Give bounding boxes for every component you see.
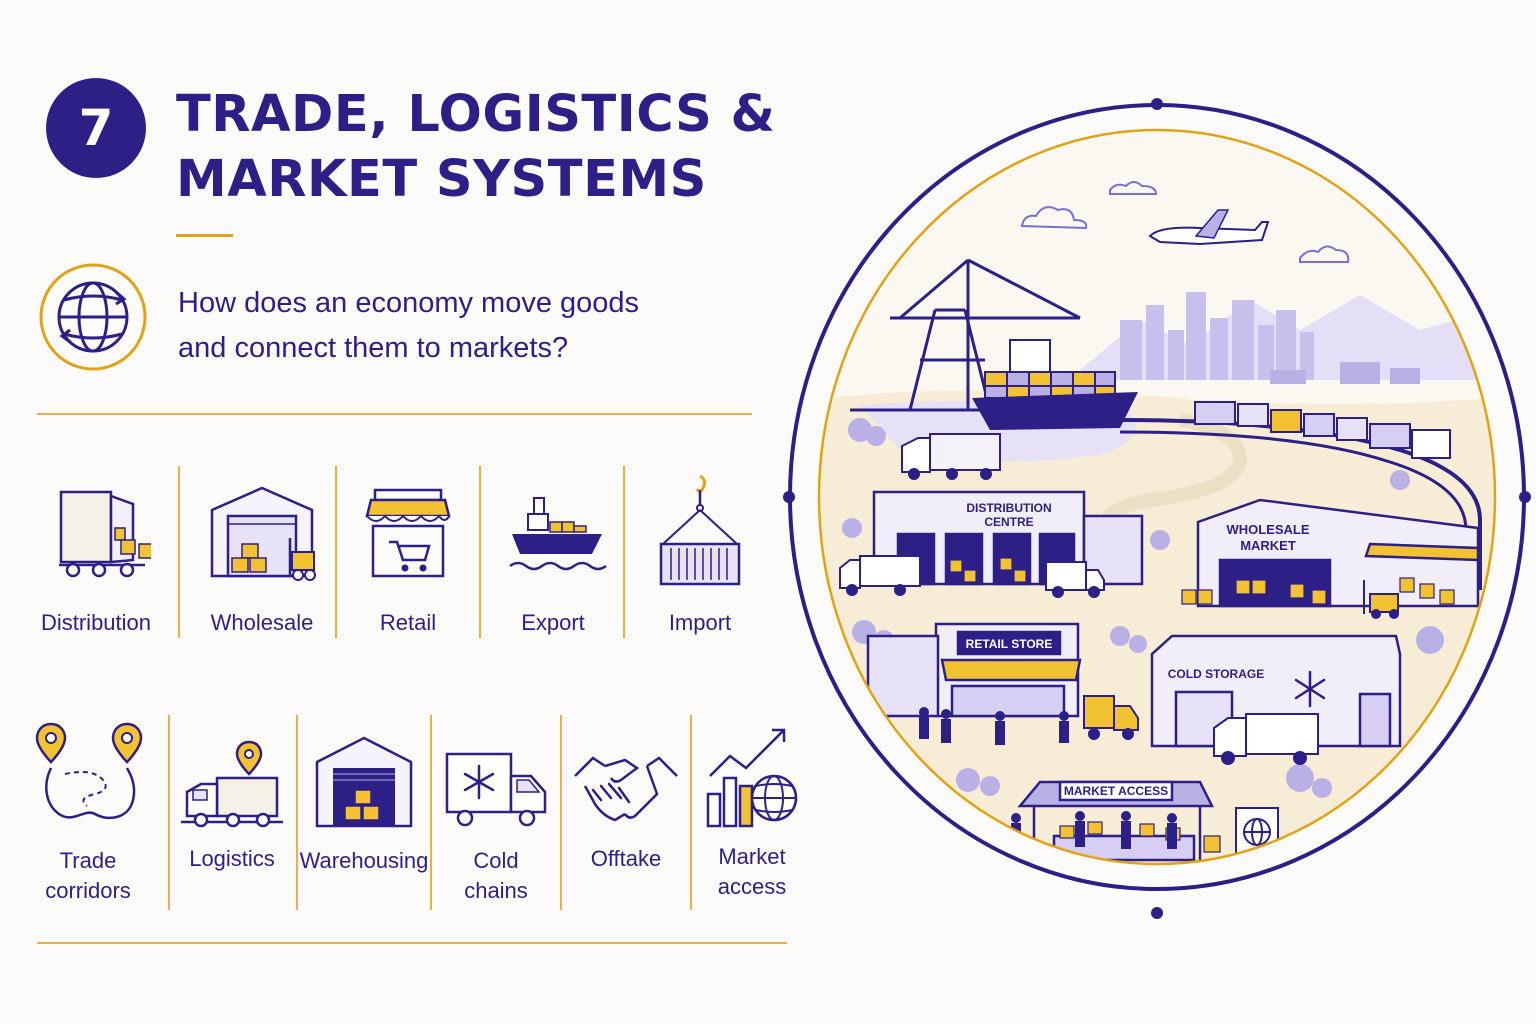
- category-label: Retail: [379, 610, 437, 635]
- title-line-1: TRADE, LOGISTICS &: [176, 85, 776, 144]
- globe-arrows-icon: [39, 263, 147, 371]
- label-line-2: access: [717, 874, 787, 899]
- category-retail: Retail: [338, 480, 478, 638]
- shop-cart-icon: [365, 488, 451, 578]
- wholesale-market-label: WHOLESALE: [1226, 522, 1309, 537]
- question-line-2: and connect them to markets?: [178, 332, 569, 364]
- ring-dot: [783, 491, 795, 503]
- category-trade-corridors: Trade corridors: [28, 722, 148, 906]
- label-line-2: chains: [464, 878, 528, 903]
- category-warehousing: Warehousing: [300, 732, 428, 876]
- page-title: TRADE, LOGISTICS & MARKET SYSTEMS: [176, 82, 796, 212]
- category-label: Trade corridors: [45, 846, 131, 906]
- cargo-ship-icon: [509, 497, 607, 571]
- guiding-question: How does an economy move goods and conne…: [178, 281, 778, 371]
- question-line-1: How does an economy move goods: [178, 287, 640, 319]
- separator: [479, 466, 481, 638]
- section-number-badge: 7: [46, 78, 146, 178]
- retail-store-label: RETAIL STORE: [966, 637, 1053, 651]
- separator: [623, 466, 625, 638]
- separator: [335, 466, 337, 638]
- category-import: Import: [630, 472, 770, 638]
- category-offtake: Offtake: [564, 746, 688, 874]
- category-label: Cold chains: [464, 846, 528, 906]
- ring-dot: [1151, 98, 1163, 110]
- label-line-1: Market: [718, 844, 786, 869]
- label-line-1: Trade: [59, 848, 117, 873]
- label-line-2: corridors: [45, 878, 131, 903]
- distribution-centre-label-2: CENTRE: [984, 515, 1033, 529]
- distribution-centre-label: DISTRIBUTION: [966, 501, 1051, 515]
- title-line-2: MARKET SYSTEMS: [176, 150, 707, 209]
- truck-pin-icon: [181, 740, 283, 828]
- inner-ring: [817, 128, 1497, 866]
- separator: [178, 466, 180, 638]
- label-line-1: Warehousing: [299, 848, 429, 873]
- category-cold-chains: Cold chains: [434, 748, 558, 906]
- warehouse-boxes-icon: [315, 736, 413, 828]
- category-label: Warehousing: [300, 846, 429, 876]
- route-pins-icon: [35, 722, 143, 820]
- category-label: Import: [668, 610, 732, 635]
- category-label: Offtake: [591, 844, 662, 874]
- category-label: Logistics: [189, 844, 275, 874]
- label-line-1: Logistics: [189, 846, 275, 871]
- handshake-icon: [574, 756, 678, 822]
- category-label: Wholesale: [210, 610, 314, 635]
- label-line-1: Cold: [473, 848, 519, 873]
- category-label: Export: [521, 610, 585, 635]
- category-label: Distribution: [40, 610, 152, 635]
- wholesale-market-label-2: MARKET: [1240, 538, 1296, 553]
- delivery-truck-icon: [59, 490, 151, 578]
- ring-dot: [1151, 907, 1163, 919]
- warehouse-forklift-icon: [210, 486, 316, 581]
- separator: [168, 715, 170, 910]
- category-wholesale: Wholesale: [192, 480, 332, 638]
- separator: [430, 715, 432, 910]
- refrigerated-truck-icon: [445, 752, 547, 827]
- divider-top: [37, 413, 752, 415]
- title-underline: [176, 234, 233, 237]
- category-logistics: Logistics: [172, 740, 292, 874]
- ring-dot: [1519, 491, 1531, 503]
- separator: [690, 715, 692, 910]
- divider-bottom: [37, 942, 787, 944]
- cold-storage-label: COLD STORAGE: [1168, 667, 1264, 681]
- market-access-label: MARKET ACCESS: [1064, 784, 1168, 798]
- hanging-container-icon: [659, 474, 741, 586]
- growth-globe-icon: [706, 728, 798, 828]
- separator: [560, 715, 562, 910]
- category-distribution: Distribution: [26, 480, 166, 638]
- label-line-1: Offtake: [590, 846, 662, 871]
- separator: [296, 715, 298, 910]
- category-export: Export: [483, 480, 623, 638]
- category-market-access: Market access: [694, 724, 810, 902]
- category-label: Market access: [718, 842, 786, 902]
